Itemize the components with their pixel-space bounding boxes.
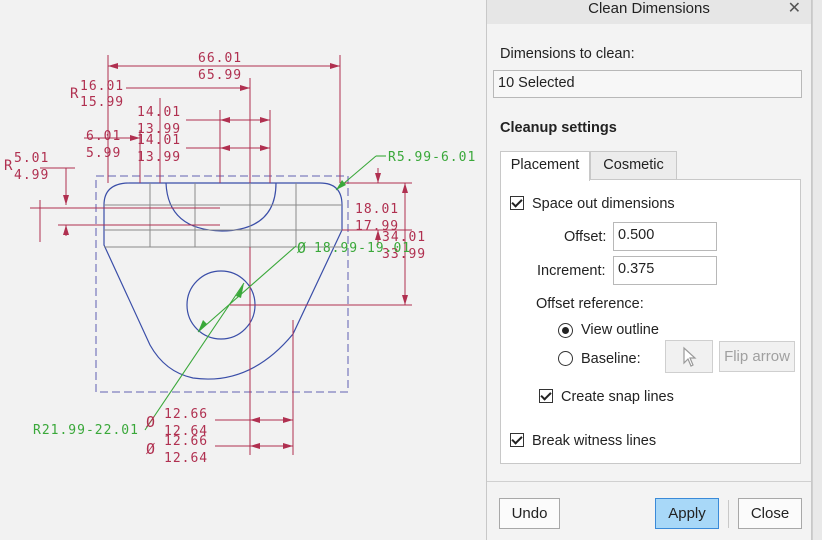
green-dimension-texts: R5.99-6.01 Ø 18.99-19.01 R21.99-22.01 <box>33 150 476 438</box>
dims-to-clean-label: Dimensions to clean: <box>500 46 635 62</box>
green-leaders <box>144 155 386 431</box>
part-geometry[interactable] <box>103 182 343 380</box>
dim-12-64-a: 12.64 <box>164 424 208 439</box>
dim-r5-99: R5.99-6.01 <box>388 150 476 165</box>
dim-14-01-b: 14.01 <box>137 133 181 148</box>
construction-lines <box>104 183 342 248</box>
create-snap-lines-label: Create snap lines <box>561 389 674 405</box>
green-arrows <box>198 180 346 332</box>
baseline-label: Baseline: <box>581 351 641 367</box>
dims-to-clean-field[interactable]: 10 Selected <box>493 70 802 98</box>
apply-button[interactable]: Apply <box>655 498 719 529</box>
select-baseline-button[interactable] <box>665 340 713 373</box>
tab-cosmetic[interactable]: Cosmetic <box>590 151 677 180</box>
dim-15-99: 15.99 <box>80 95 124 110</box>
view-outline-label: View outline <box>581 322 659 338</box>
dialog-titlebar[interactable]: Clean Dimensions ✕ <box>487 0 811 24</box>
create-snap-lines-checkbox[interactable] <box>539 389 553 403</box>
dim-18-01: 18.01 <box>355 202 399 217</box>
space-out-checkbox[interactable] <box>510 196 524 210</box>
dim-r21-99: R21.99-22.01 <box>33 423 139 438</box>
close-button[interactable]: Close <box>738 498 802 529</box>
offset-label: Offset: <box>564 229 607 245</box>
button-separator <box>728 500 729 528</box>
dim-66-01: 66.01 <box>198 51 242 66</box>
dialog-title: Clean Dimensions <box>588 0 710 17</box>
dimension-arrows <box>63 63 408 449</box>
dim-5-99: 5.99 <box>86 146 121 161</box>
cleanup-settings-label: Cleanup settings <box>500 120 617 136</box>
footer-divider <box>487 481 811 482</box>
diameter-symbol-2: Ø <box>146 440 156 458</box>
diameter-symbol-3: Ø <box>297 239 307 257</box>
dim-4-99: 4.99 <box>14 168 49 183</box>
dim-r-16: R <box>70 86 79 102</box>
close-icon[interactable]: ✕ <box>787 0 801 17</box>
offset-reference-label: Offset reference: <box>536 296 644 312</box>
view-outline[interactable] <box>95 175 349 393</box>
clean-dimensions-dialog: Clean Dimensions ✕ Dimensions to clean: … <box>486 0 812 540</box>
dim-65-99: 65.99 <box>198 68 242 83</box>
break-witness-label: Break witness lines <box>532 433 657 449</box>
dim-17-99: 17.99 <box>355 219 399 234</box>
dim-14-01-a: 14.01 <box>137 105 181 120</box>
flip-arrow-button[interactable]: Flip arrow <box>719 341 795 372</box>
undo-button[interactable]: Undo <box>499 498 560 529</box>
background-window-edge <box>812 0 822 540</box>
dimension-lines <box>30 55 412 455</box>
diameter-symbol-1: Ø <box>146 413 156 431</box>
dim-13-99-b: 13.99 <box>137 150 181 165</box>
increment-input[interactable]: 0.375 <box>613 256 717 285</box>
dim-34-01: 34.01 <box>382 230 426 245</box>
dim-6-01: 6.01 <box>86 129 121 144</box>
placement-panel: Space out dimensions Offset: 0.500 Incre… <box>500 179 801 464</box>
dimension-texts: 66.01 65.99 R 16.01 15.99 14.01 13.99 14… <box>4 51 426 466</box>
baseline-radio[interactable] <box>558 351 573 366</box>
dim-13-99-a: 13.99 <box>137 122 181 137</box>
space-out-label: Space out dimensions <box>532 196 675 212</box>
increment-label: Increment: <box>537 263 606 279</box>
break-witness-checkbox[interactable] <box>510 433 524 447</box>
tab-placement[interactable]: Placement <box>500 151 590 181</box>
dim-18-99: 18.99-19.01 <box>314 241 411 256</box>
cursor-arrow-icon <box>683 346 697 367</box>
view-outline-radio[interactable] <box>558 323 573 338</box>
dim-12-64-b: 12.64 <box>164 451 208 466</box>
dim-33-99: 33.99 <box>382 247 426 262</box>
dim-5-01: 5.01 <box>14 151 49 166</box>
dim-r-5: R <box>4 158 13 174</box>
dim-12-66-b: 12.66 <box>164 434 208 449</box>
dim-12-66-a: 12.66 <box>164 407 208 422</box>
dim-16-01: 16.01 <box>80 79 124 94</box>
offset-input[interactable]: 0.500 <box>613 222 717 251</box>
